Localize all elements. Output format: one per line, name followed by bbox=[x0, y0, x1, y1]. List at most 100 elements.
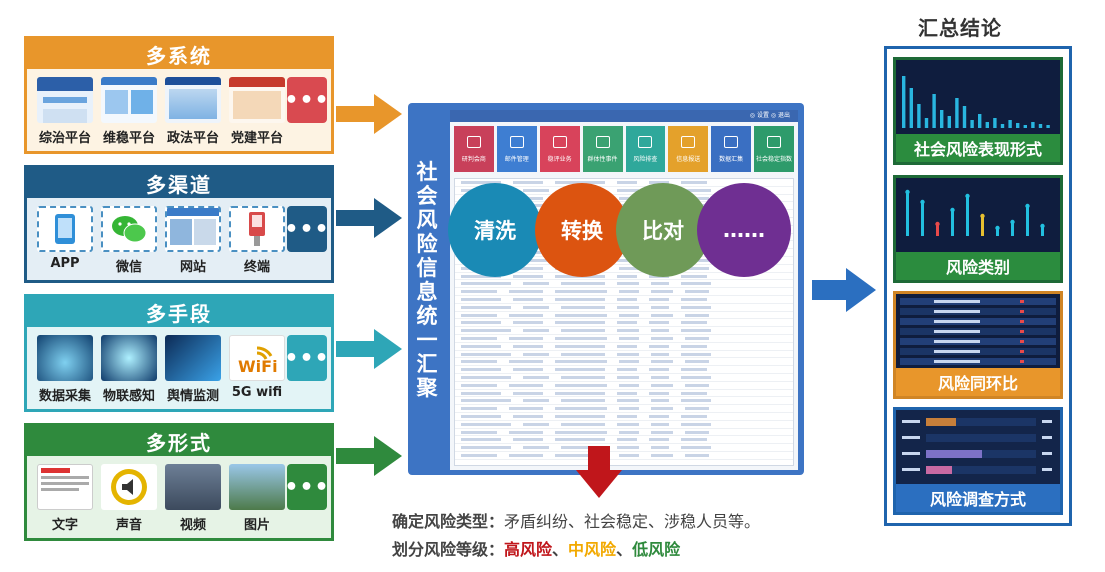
more-button[interactable]: ••• bbox=[284, 464, 329, 510]
app-phone-icon bbox=[37, 206, 93, 252]
chart-mark bbox=[934, 310, 980, 313]
chart-mark bbox=[1011, 222, 1014, 236]
module-icon-row: 研判会商 邮件管理 稳评业务 群体性事件 风险排查 信息报送 数据汇集 社会稳定… bbox=[454, 126, 794, 172]
item-label: 综治平台 bbox=[38, 131, 91, 146]
item-label: 政法平台 bbox=[166, 131, 219, 146]
arrow-right-icon bbox=[336, 198, 402, 238]
chart-mark bbox=[978, 114, 982, 128]
chart-mark bbox=[902, 76, 906, 128]
table-row bbox=[455, 436, 793, 445]
website-thumbnail bbox=[165, 206, 221, 252]
terminal-kiosk-icon bbox=[229, 206, 285, 252]
table-row bbox=[455, 452, 793, 460]
chart-mark bbox=[1042, 452, 1052, 455]
wechat-icon bbox=[101, 206, 157, 252]
chart-mark bbox=[926, 434, 1036, 442]
chart-mark bbox=[934, 320, 980, 323]
chart-mark bbox=[981, 216, 984, 236]
table-row bbox=[455, 319, 793, 328]
chart-mark bbox=[934, 300, 980, 303]
table-row bbox=[455, 343, 793, 351]
table-row bbox=[455, 304, 793, 312]
chart-mark bbox=[955, 98, 959, 128]
chart-mark bbox=[1042, 436, 1052, 439]
table-row bbox=[455, 288, 793, 296]
chart-mark bbox=[936, 224, 939, 236]
risk-level-label: 划分风险等级： bbox=[392, 540, 505, 559]
chart-mark bbox=[1020, 340, 1024, 343]
more-button[interactable]: ••• bbox=[284, 206, 329, 252]
summary-card: 风险调查方式 bbox=[893, 407, 1063, 515]
risk-type-text: 矛盾纠纷、社会稳定、涉稳人员等。 bbox=[504, 512, 761, 531]
item-label: 维稳平台 bbox=[102, 131, 155, 146]
table-row bbox=[455, 280, 793, 289]
chart-mark bbox=[926, 418, 1036, 426]
chart-mark bbox=[965, 193, 970, 199]
risk-low: 低风险 bbox=[632, 540, 681, 559]
search-doc-icon bbox=[638, 135, 653, 148]
process-circle-convert: 转换 bbox=[535, 183, 629, 277]
arrow-right-icon bbox=[812, 268, 876, 312]
chart-mark bbox=[1020, 360, 1024, 363]
table-row bbox=[455, 296, 793, 304]
chart-mark bbox=[934, 340, 980, 343]
chart-mark bbox=[1010, 219, 1015, 225]
item-label: 声音 bbox=[115, 518, 142, 533]
table-row bbox=[455, 429, 793, 437]
risk-high: 高风险 bbox=[504, 540, 553, 559]
chart-mark bbox=[1020, 350, 1024, 353]
process-circle-clean: 清洗 bbox=[448, 183, 542, 277]
platform-screenshot-thumbnail bbox=[101, 77, 157, 123]
module-tile: 稳评业务 bbox=[539, 126, 580, 172]
chart-mark bbox=[995, 225, 1000, 231]
platform-screenshot-thumbnail bbox=[165, 77, 221, 123]
chart-mark bbox=[934, 330, 980, 333]
group-multi-channel: 多渠道 ••• APP 微信 网站 终端 bbox=[24, 165, 334, 283]
summary-card-label: 风险同环比 bbox=[896, 368, 1060, 396]
data-collection-image bbox=[37, 335, 93, 381]
group-title: 多系统 bbox=[27, 39, 331, 69]
item-label: 网站 bbox=[179, 260, 206, 275]
summary-card-label: 社会风险表现形式 bbox=[896, 134, 1060, 162]
process-circle-compare: 比对 bbox=[616, 183, 710, 277]
svg-text:WiFi: WiFi bbox=[238, 357, 278, 376]
summary-card: 社会风险表现形式 bbox=[893, 57, 1063, 165]
send-icon bbox=[681, 135, 696, 148]
wifi-icon: WiFi bbox=[229, 335, 285, 381]
chart-mark bbox=[1020, 330, 1024, 333]
edit-icon bbox=[552, 135, 567, 148]
more-button[interactable]: ••• bbox=[284, 335, 329, 381]
chart-mark bbox=[1020, 320, 1024, 323]
chart-mark bbox=[1025, 203, 1030, 209]
table-row bbox=[455, 397, 793, 406]
table-row bbox=[455, 421, 793, 429]
item-label: APP bbox=[50, 256, 80, 271]
bar-chart-thumbnail bbox=[896, 60, 1060, 134]
chart-mark bbox=[926, 466, 1036, 474]
separator: 、 bbox=[552, 540, 569, 559]
chart-mark bbox=[1038, 124, 1043, 128]
chart-mark bbox=[906, 192, 909, 236]
landscape-image bbox=[229, 464, 285, 510]
item-label: 图片 bbox=[243, 518, 270, 533]
chart-mark bbox=[926, 450, 982, 458]
table-row bbox=[455, 366, 793, 374]
platform-screenshot-thumbnail bbox=[229, 77, 285, 123]
chart-mark bbox=[950, 207, 955, 213]
chart-mark bbox=[1020, 310, 1024, 313]
arrow-right-icon bbox=[336, 94, 402, 134]
summary-card: 风险同环比 bbox=[893, 291, 1063, 399]
chart-mark bbox=[909, 88, 913, 128]
more-button[interactable]: ••• bbox=[284, 77, 329, 123]
chart-mark bbox=[920, 199, 925, 205]
chart-mark bbox=[947, 116, 951, 128]
item-label: 物联感知 bbox=[102, 389, 155, 404]
comparison-list-thumbnail bbox=[896, 294, 1060, 368]
group-multi-form: 多形式 ••• 文字 声音 视频 图片 bbox=[24, 423, 334, 541]
module-tile: 研判会商 bbox=[454, 126, 494, 172]
item-label: 舆情监测 bbox=[166, 389, 219, 404]
chart-mark bbox=[993, 118, 997, 128]
table-row bbox=[455, 179, 793, 187]
chart-mark bbox=[1031, 122, 1035, 128]
item-label: 5G wifi bbox=[231, 385, 283, 400]
